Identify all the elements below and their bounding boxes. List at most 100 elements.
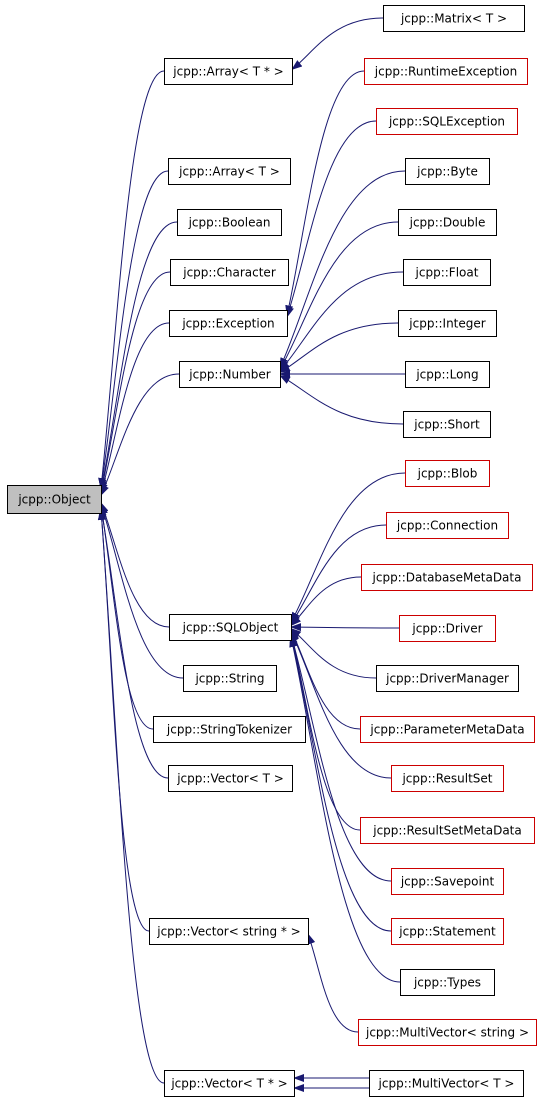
node-label: jcpp::Matrix< T > — [400, 12, 507, 26]
node-object: jcpp::Object — [7, 485, 102, 514]
node-box — [403, 259, 491, 286]
node-tokenizer[interactable]: jcpp::StringTokenizer — [153, 716, 306, 743]
node-box — [149, 918, 309, 945]
node-sqlobject[interactable]: jcpp::SQLObject — [169, 614, 292, 641]
node-connection[interactable]: jcpp::Connection — [386, 512, 509, 539]
node-label: jcpp::Vector< string * > — [156, 925, 301, 939]
edge-number-to-object — [100, 373, 180, 497]
node-box — [358, 1019, 537, 1046]
edge-multivector_str-to-vector_strp — [307, 933, 359, 1033]
node-label: jcpp::StringTokenizer — [166, 723, 292, 737]
node-multivector_str[interactable]: jcpp::MultiVector< string > — [358, 1019, 537, 1046]
node-box — [369, 1070, 524, 1097]
edge-dbmeta-to-sqlobject — [290, 576, 362, 627]
edge-resultset-to-sqlobject — [290, 630, 392, 779]
edge-blob-to-sqlobject — [290, 472, 406, 624]
edge-array_t-to-object — [98, 170, 169, 491]
node-blob[interactable]: jcpp::Blob — [405, 460, 490, 487]
node-vector_strp[interactable]: jcpp::Vector< string * > — [149, 918, 309, 945]
node-box — [391, 868, 504, 895]
node-label: jcpp::RuntimeException — [374, 65, 517, 79]
node-label: jcpp::Number — [188, 368, 271, 382]
node-character[interactable]: jcpp::Character — [170, 259, 289, 286]
node-box — [153, 716, 306, 743]
node-long[interactable]: jcpp::Long — [405, 361, 490, 388]
node-box — [179, 361, 281, 388]
node-box — [177, 209, 282, 236]
node-resultset[interactable]: jcpp::ResultSet — [391, 765, 504, 792]
node-matrix[interactable]: jcpp::Matrix< T > — [383, 5, 525, 32]
node-integer[interactable]: jcpp::Integer — [398, 310, 497, 337]
edge-drivermanager-to-sqlobject — [290, 627, 377, 679]
node-runtime_exception[interactable]: jcpp::RuntimeException — [364, 58, 528, 85]
node-box — [361, 564, 533, 591]
node-boolean[interactable]: jcpp::Boolean — [177, 209, 282, 236]
node-dbmeta[interactable]: jcpp::DatabaseMetaData — [361, 564, 533, 591]
node-label: jcpp::Object — [17, 493, 91, 507]
edge-array_tp-to-object — [98, 70, 165, 489]
edge-rsmeta-to-sqlobject — [289, 632, 361, 831]
node-label: jcpp::Types — [413, 976, 481, 990]
node-label: jcpp::Short — [413, 418, 480, 432]
edge-float-to-number — [279, 271, 404, 372]
node-driver[interactable]: jcpp::Driver — [399, 615, 496, 642]
edges — [97, 17, 406, 1092]
node-vector_tp[interactable]: jcpp::Vector< T * > — [164, 1070, 295, 1097]
node-box — [383, 5, 525, 32]
node-label: jcpp::Savepoint — [400, 875, 495, 889]
node-box — [168, 158, 291, 185]
node-box — [169, 614, 292, 641]
node-label: jcpp::Double — [409, 216, 486, 230]
node-box — [398, 209, 497, 236]
node-savepoint[interactable]: jcpp::Savepoint — [391, 868, 504, 895]
node-multivector_t[interactable]: jcpp::MultiVector< T > — [369, 1070, 524, 1097]
node-label: jcpp::Statement — [398, 925, 496, 939]
node-label: jcpp::Array< T > — [178, 165, 280, 179]
edge-types-to-sqlobject — [289, 636, 401, 983]
node-box — [170, 259, 289, 286]
node-number[interactable]: jcpp::Number — [179, 361, 281, 388]
edge-double-to-number — [279, 221, 399, 371]
node-byte[interactable]: jcpp::Byte — [405, 158, 490, 185]
node-box — [403, 411, 491, 438]
node-box — [405, 158, 490, 185]
edge-exception-to-object — [99, 322, 170, 495]
node-float[interactable]: jcpp::Float — [403, 259, 491, 286]
node-box — [405, 361, 490, 388]
node-statement[interactable]: jcpp::Statement — [391, 918, 504, 945]
edge-sql_exception-to-exception — [286, 120, 377, 318]
edge-sqlobject-to-object — [100, 501, 170, 628]
node-label: jcpp::Long — [415, 368, 478, 382]
node-short[interactable]: jcpp::Short — [403, 411, 491, 438]
edge-statement-to-sqlobject — [289, 635, 392, 932]
node-box — [399, 615, 496, 642]
edge-integer-to-number — [279, 322, 399, 373]
node-box — [405, 460, 490, 487]
node-double[interactable]: jcpp::Double — [398, 209, 497, 236]
node-box — [360, 817, 535, 844]
node-parammeta[interactable]: jcpp::ParameterMetaData — [360, 716, 535, 743]
edge-vector_tp-to-object — [97, 509, 165, 1084]
node-exception[interactable]: jcpp::Exception — [169, 310, 288, 337]
node-label: jcpp::SQLObject — [182, 621, 279, 635]
node-label: jcpp::Integer — [408, 317, 485, 331]
node-array_t[interactable]: jcpp::Array< T > — [168, 158, 291, 185]
node-vector_t[interactable]: jcpp::Vector< T > — [168, 765, 293, 792]
node-label: jcpp::String — [194, 672, 264, 686]
node-rsmeta[interactable]: jcpp::ResultSetMetaData — [360, 817, 535, 844]
node-label: jcpp::ParameterMetaData — [369, 723, 524, 737]
node-types[interactable]: jcpp::Types — [400, 969, 495, 996]
node-string[interactable]: jcpp::String — [183, 665, 277, 692]
edge-vector_t-to-object — [98, 506, 169, 779]
edge-byte-to-number — [279, 170, 406, 369]
node-label: jcpp::DriverManager — [385, 672, 509, 686]
node-drivermanager[interactable]: jcpp::DriverManager — [376, 665, 519, 692]
node-array_tp[interactable]: jcpp::Array< T * > — [164, 58, 293, 85]
edge-driver-to-sqlobject — [290, 623, 400, 632]
node-sql_exception[interactable]: jcpp::SQLException — [376, 108, 518, 135]
node-label: jcpp::MultiVector< T > — [378, 1077, 515, 1091]
node-box — [7, 485, 102, 514]
node-label: jcpp::MultiVector< string > — [365, 1026, 529, 1040]
node-label: jcpp::Float — [415, 266, 479, 280]
